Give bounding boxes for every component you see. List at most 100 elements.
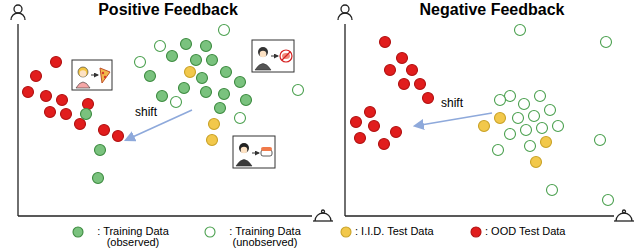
data-point [241, 95, 252, 106]
data-point [519, 99, 530, 110]
data-point [209, 119, 220, 130]
data-point [221, 67, 232, 78]
data-point [157, 91, 168, 102]
data-point [197, 73, 208, 84]
user-item-picture [72, 60, 112, 90]
data-point [415, 79, 426, 90]
user-item-picture [252, 40, 294, 72]
shift-label: shift [440, 97, 464, 110]
data-point [505, 91, 516, 102]
data-point [57, 95, 68, 106]
data-point [407, 65, 418, 76]
legend-text: : OOD Test Data [485, 226, 566, 237]
data-point [537, 123, 548, 134]
data-point [93, 173, 104, 184]
data-point [181, 39, 192, 50]
data-point [423, 93, 434, 104]
data-point [95, 145, 106, 156]
data-point [293, 85, 304, 96]
data-point [83, 99, 94, 110]
data-point [545, 105, 556, 116]
user-icon [11, 5, 25, 20]
data-point [601, 37, 612, 48]
legend-swatch [205, 227, 215, 237]
data-point [23, 87, 34, 98]
data-point [603, 195, 614, 206]
legend-swatch [73, 227, 83, 237]
panel-title: Negative Feedback [420, 1, 565, 19]
data-point [495, 95, 506, 106]
data-point [365, 107, 376, 118]
data-point [505, 129, 516, 140]
data-point [385, 65, 396, 76]
data-point [81, 109, 92, 120]
legend-swatch [340, 226, 352, 238]
data-point [515, 25, 526, 36]
legend-item: : Training Data (observed) [72, 226, 179, 248]
panel-title: Positive Feedback [98, 1, 238, 19]
shift-label: shift [134, 106, 158, 119]
data-point [535, 91, 546, 102]
user-item-picture [233, 136, 275, 168]
data-point [31, 71, 42, 82]
data-point [41, 91, 52, 102]
data-point [380, 37, 391, 48]
data-point [479, 121, 490, 132]
user-icon [338, 5, 352, 20]
legend-item: : Training Data (unobserved) [204, 226, 311, 248]
data-point [171, 97, 182, 108]
data-point [207, 55, 218, 66]
legend-swatch [204, 226, 216, 238]
data-point [155, 41, 166, 52]
legend-item: : OOD Test Data [470, 226, 566, 238]
dish-icon [614, 210, 634, 221]
legend-swatch [72, 226, 84, 238]
data-point [179, 83, 190, 94]
data-point [529, 111, 540, 122]
data-point [355, 133, 366, 144]
data-point [167, 51, 178, 62]
data-point [191, 55, 202, 66]
data-point [379, 139, 390, 150]
data-points [23, 25, 614, 206]
data-point [525, 141, 536, 152]
data-point [399, 79, 410, 90]
data-point [145, 71, 156, 82]
data-point [595, 135, 606, 146]
legend-item: : I.I.D. Test Data [340, 226, 434, 238]
data-point [547, 185, 558, 196]
data-point [219, 89, 230, 100]
data-point [201, 41, 212, 52]
data-point [99, 125, 110, 136]
data-point [397, 53, 408, 64]
data-point [531, 157, 542, 168]
data-point [521, 125, 532, 136]
data-point [541, 137, 552, 148]
data-point [553, 121, 564, 132]
legend-text: : Training Data (observed) [87, 226, 179, 248]
legend-text: : I.I.D. Test Data [355, 226, 434, 237]
data-point [351, 117, 362, 128]
data-point [235, 77, 246, 88]
legend-swatch [470, 226, 482, 238]
legend-swatch [471, 227, 481, 237]
dish-icon [313, 210, 333, 221]
data-point [45, 107, 56, 118]
data-point [513, 113, 524, 124]
data-point [51, 57, 62, 68]
data-point [215, 103, 226, 114]
data-point [201, 87, 212, 98]
data-point [391, 127, 402, 138]
data-point [75, 119, 86, 130]
data-point [235, 113, 246, 124]
data-point [219, 25, 230, 36]
data-point [61, 109, 72, 120]
data-point [495, 113, 506, 124]
legend-text: : Training Data (unobserved) [219, 226, 311, 248]
data-point [369, 121, 380, 132]
axes [18, 24, 614, 216]
shift-arrow [415, 113, 492, 126]
data-point [113, 131, 124, 142]
